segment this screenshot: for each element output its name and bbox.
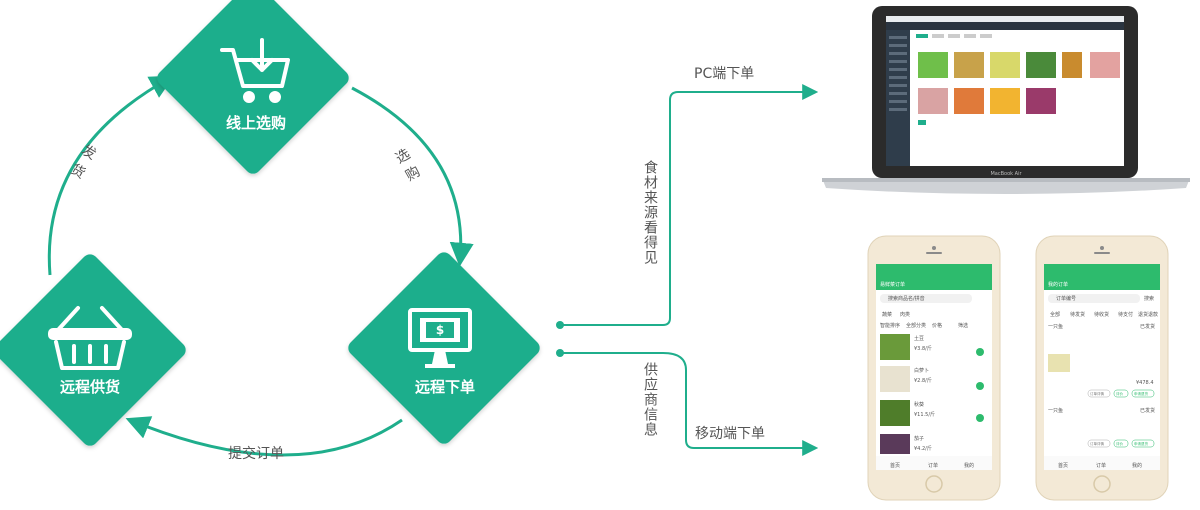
- edge-label-supply-to-shop: 发货: [63, 141, 99, 187]
- svg-text:申请退货: 申请退货: [1134, 391, 1149, 396]
- branch-label-mobile: 移动端下单: [695, 426, 765, 442]
- phone-left-product-price: ¥2.8/斤: [914, 377, 932, 384]
- order-store: 一只鱼: [1048, 323, 1063, 330]
- svg-text:肉类: 肉类: [900, 311, 910, 318]
- node-label-remote-supply: 远程供货: [60, 378, 120, 396]
- svg-text:筛选: 筛选: [958, 322, 968, 329]
- phone-right-tabs: 全部 待发货 待收货 待支付 退货退款: [1050, 311, 1158, 318]
- laptop-mockup: MacBook Air: [822, 6, 1190, 194]
- phone-left-product-name: 茄子: [914, 435, 924, 442]
- branch-line-pc: [560, 84, 819, 326]
- order-status: 已发货: [1140, 323, 1155, 330]
- svg-text:申请退货: 申请退货: [1134, 441, 1149, 446]
- edge-label-order-to-supply: 提交订单: [228, 445, 284, 462]
- phone-left-product-price: ¥4.2/斤: [914, 445, 932, 452]
- basket-icon: [48, 306, 132, 370]
- svg-text:评价: 评价: [1116, 391, 1124, 396]
- svg-text:待支付: 待支付: [1118, 311, 1133, 318]
- svg-text:评价: 评价: [1116, 441, 1124, 446]
- phone-right-search[interactable]: 订单编号: [1056, 295, 1076, 302]
- order-store: 一只鱼: [1048, 407, 1063, 414]
- svg-text:我的: 我的: [964, 462, 974, 469]
- edge-shop-to-order: [351, 86, 474, 267]
- svg-text:我的: 我的: [1132, 462, 1142, 469]
- phone-left-product-price: ¥11.5/斤: [914, 411, 935, 418]
- phone-left-filters: 智能排序 全部分类 价格 筛选: [880, 322, 968, 329]
- phone-left-mockup: 易鲜菜订单 搜索商品名/拼音 蔬菜 肉类 智能排序 全部分类 价格 筛选 土豆 …: [867, 235, 1001, 501]
- laptop-brand: MacBook Air: [990, 171, 1022, 177]
- phone-left-product-name: 土豆: [914, 335, 924, 342]
- order-status: 已发货: [1140, 407, 1155, 414]
- branch-line-mobile: [560, 352, 819, 456]
- svg-text:首页: 首页: [890, 462, 900, 469]
- phone-left-product-price: ¥3.8/斤: [914, 345, 932, 352]
- svg-text:订单: 订单: [928, 462, 938, 469]
- svg-text:智能排序: 智能排序: [880, 322, 900, 329]
- order-total: ¥478.4: [1136, 380, 1154, 386]
- phone-left-title: 易鲜菜订单: [880, 281, 905, 288]
- svg-text:订单详情: 订单详情: [1090, 391, 1105, 396]
- phone-right-search-button[interactable]: 搜索: [1144, 295, 1154, 302]
- shopping-cart-download-icon: [220, 38, 290, 103]
- branch-label-supplier-info: 供应商信息: [642, 362, 658, 437]
- monitor-money-icon: $: [408, 308, 472, 368]
- edge-order-to-supply: [125, 416, 403, 457]
- phone-right-mockup: 我的订单 订单编号 搜索 全部 待发货 待收货 待支付 退货退款 一只鱼 已发货…: [1035, 235, 1169, 501]
- edge-label-shop-to-order: 选购: [391, 146, 425, 189]
- svg-text:$: $: [436, 323, 444, 337]
- node-label-online-shop: 线上选购: [226, 114, 286, 132]
- phone-left-tabs: 蔬菜 肉类: [882, 311, 910, 318]
- svg-text:价格: 价格: [932, 322, 942, 329]
- phone-left-product-name: 秋葵: [914, 401, 924, 408]
- svg-text:蔬菜: 蔬菜: [882, 311, 892, 318]
- svg-text:订单: 订单: [1096, 462, 1106, 469]
- svg-text:退货退款: 退货退款: [1138, 311, 1158, 318]
- phone-right-title: 我的订单: [1048, 281, 1068, 288]
- node-remote-supply: [0, 254, 186, 446]
- edge-supply-to-shop: [47, 75, 175, 276]
- node-label-remote-order: 远程下单: [415, 378, 475, 396]
- phone-left-product-name: 白萝卜: [914, 367, 929, 374]
- node-online-shop: [157, 0, 349, 174]
- phone-left-search[interactable]: 搜索商品名/拼音: [888, 295, 925, 302]
- branch-label-pc: PC端下单: [694, 66, 754, 82]
- svg-text:全部: 全部: [1050, 311, 1060, 318]
- svg-text:订单详情: 订单详情: [1090, 441, 1105, 446]
- svg-text:待发货: 待发货: [1070, 311, 1085, 318]
- svg-text:待收货: 待收货: [1094, 311, 1109, 318]
- svg-text:全部分类: 全部分类: [906, 322, 926, 329]
- svg-text:首页: 首页: [1058, 462, 1068, 469]
- branch-label-food-source: 食材来源看得见: [642, 159, 658, 265]
